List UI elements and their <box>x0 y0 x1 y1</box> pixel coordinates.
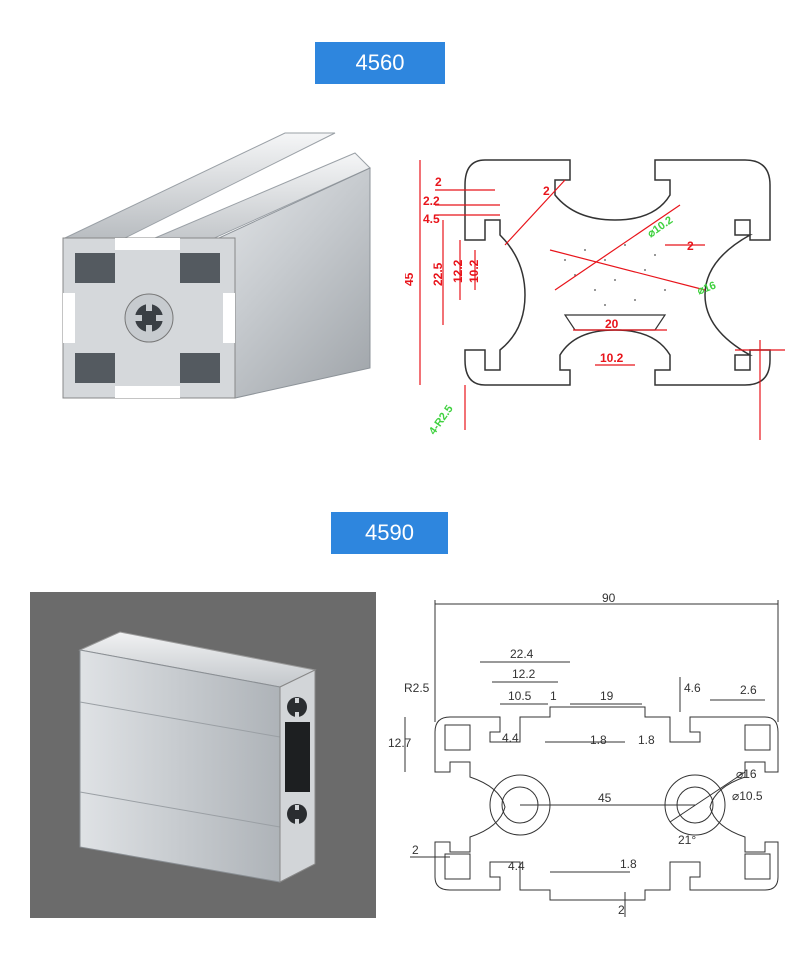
dim-2b: 2 <box>543 184 550 198</box>
profile-render-4590 <box>30 592 376 918</box>
dim-bore: ⌀10.5 <box>732 789 763 803</box>
dim-12-2: 12.2 <box>512 667 536 681</box>
dim-r2-5: R2.5 <box>404 681 430 695</box>
dim-4-5: 4.5 <box>423 212 440 226</box>
profile-drawing-4560: 45 22.5 12.2 10.2 2 2.2 4.5 2 2 20 10.2 … <box>405 159 785 440</box>
dim-2c: 2 <box>687 239 694 253</box>
dim-2a: 2 <box>412 843 419 857</box>
dim-outer: ⌀16 <box>696 280 718 298</box>
dim-12-7: 12.7 <box>388 736 412 750</box>
dim-height: 45 <box>405 272 416 286</box>
dim-angle: 21° <box>678 833 696 847</box>
dim-4-4a: 4.4 <box>502 731 519 745</box>
dim-radius: 4-R2.5 <box>427 403 456 437</box>
dim-2-2: 2.2 <box>423 194 440 208</box>
dim-w20: 20 <box>605 317 619 331</box>
dim-w10-2: 10.2 <box>600 351 624 365</box>
dim-outer: ⌀16 <box>736 767 757 781</box>
dim-slot-in: 10.2 <box>467 259 481 283</box>
dim-22-4: 22.4 <box>510 647 534 661</box>
profile-render-4560 <box>62 132 371 399</box>
profile-drawing-4590: 90 22.4 12.2 10.5 1 19 4.6 2.6 R2.5 12.7… <box>388 592 779 917</box>
dim-1-8c: 1.8 <box>620 857 637 871</box>
dim-width: 90 <box>602 592 616 605</box>
dim-4-6: 4.6 <box>684 681 701 695</box>
dim-2b: 2 <box>618 903 625 917</box>
dim-2a: 2 <box>435 175 442 189</box>
dim-1-8a: 1.8 <box>590 733 607 747</box>
dim-slot-h: 12.2 <box>451 259 465 283</box>
model-badge-4560: 4560 <box>315 42 445 84</box>
dim-2-6: 2.6 <box>740 683 757 697</box>
dim-19: 19 <box>600 689 614 703</box>
dim-1: 1 <box>550 689 557 703</box>
dim-4-4b: 4.4 <box>508 859 525 873</box>
model-badge-4590: 4590 <box>331 512 448 554</box>
dim-10-5: 10.5 <box>508 689 532 703</box>
dim-half: 22.5 <box>431 262 445 286</box>
dim-pitch: 45 <box>598 791 612 805</box>
dim-1-8b: 1.8 <box>638 733 655 747</box>
